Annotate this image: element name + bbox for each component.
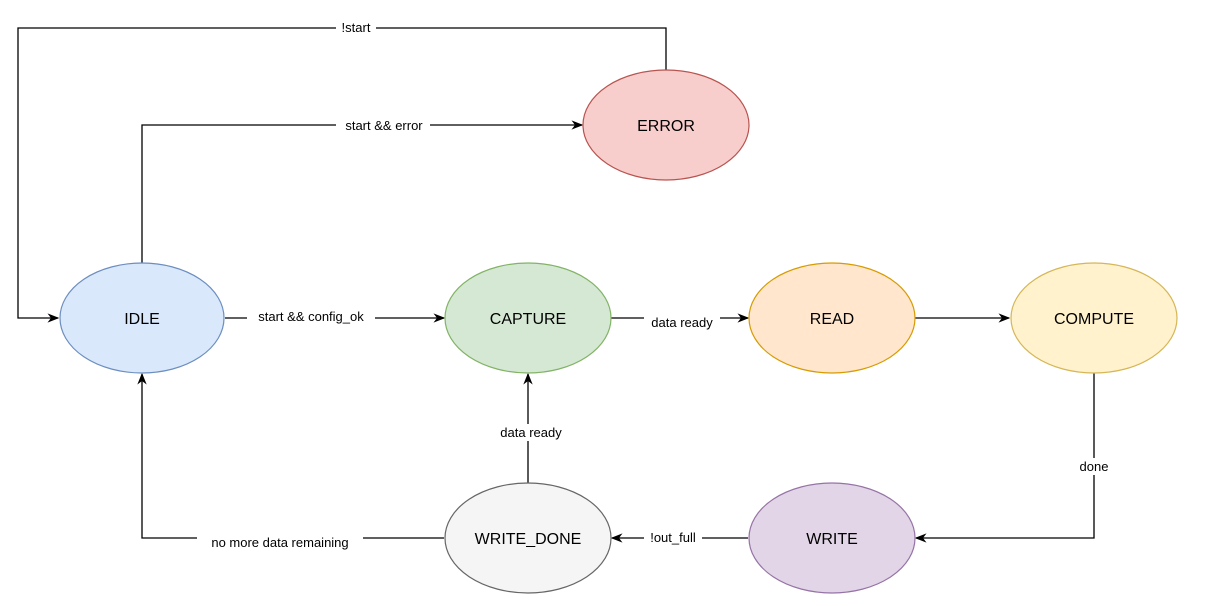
state-compute-shape: [1010, 262, 1178, 374]
edge-error-to-idle: !start: [17, 19, 667, 323]
state-idle-label: IDLE: [124, 311, 160, 328]
state-capture-label: CAPTURE: [490, 311, 566, 328]
state-write: WRITE: [748, 482, 916, 594]
edge-compute-to-write: done: [914, 373, 1114, 543]
edge-label-not-out-full: !out_full: [650, 530, 696, 545]
edge-write-done-to-capture: data ready: [492, 372, 570, 483]
edge-capture-to-read: data ready: [611, 313, 750, 331]
edge-label-data-ready-capture-read: data ready: [651, 315, 713, 330]
edge-label-start-and-error: start && error: [345, 118, 423, 133]
state-error-label: ERROR: [637, 118, 695, 135]
state-capture: CAPTURE: [444, 262, 612, 374]
edge-label-start-and-config-ok: start && config_ok: [258, 309, 364, 324]
state-idle-shape: [59, 262, 225, 374]
edge-write-done-to-idle: no more data remaining: [137, 372, 444, 551]
state-write-done-label: WRITE_DONE: [475, 531, 582, 548]
edge-idle-to-capture: start && config_ok: [225, 308, 446, 325]
state-compute: COMPUTE: [1010, 262, 1178, 374]
edge-idle-to-error: start && error: [141, 117, 584, 263]
state-error-shape: [582, 69, 750, 181]
state-write-done: WRITE_DONE: [444, 482, 612, 594]
state-idle: IDLE: [59, 262, 225, 374]
edge-label-no-more-data-remaining: no more data remaining: [211, 535, 348, 550]
state-write-shape: [748, 482, 916, 594]
state-write-done-shape: [444, 482, 612, 594]
edge-label-data-ready-write-done-capture: data ready: [500, 425, 562, 440]
edge-label-done: done: [1080, 459, 1109, 474]
state-error: ERROR: [582, 69, 750, 181]
state-read-label: READ: [810, 311, 854, 328]
edge-label-not-start: !start: [342, 20, 371, 35]
state-write-label: WRITE: [806, 531, 858, 548]
state-compute-label: COMPUTE: [1054, 311, 1134, 328]
state-read-shape: [748, 262, 916, 374]
state-capture-shape: [444, 262, 612, 374]
edge-write-to-write-done: !out_full: [610, 529, 748, 546]
state-read: READ: [748, 262, 916, 374]
